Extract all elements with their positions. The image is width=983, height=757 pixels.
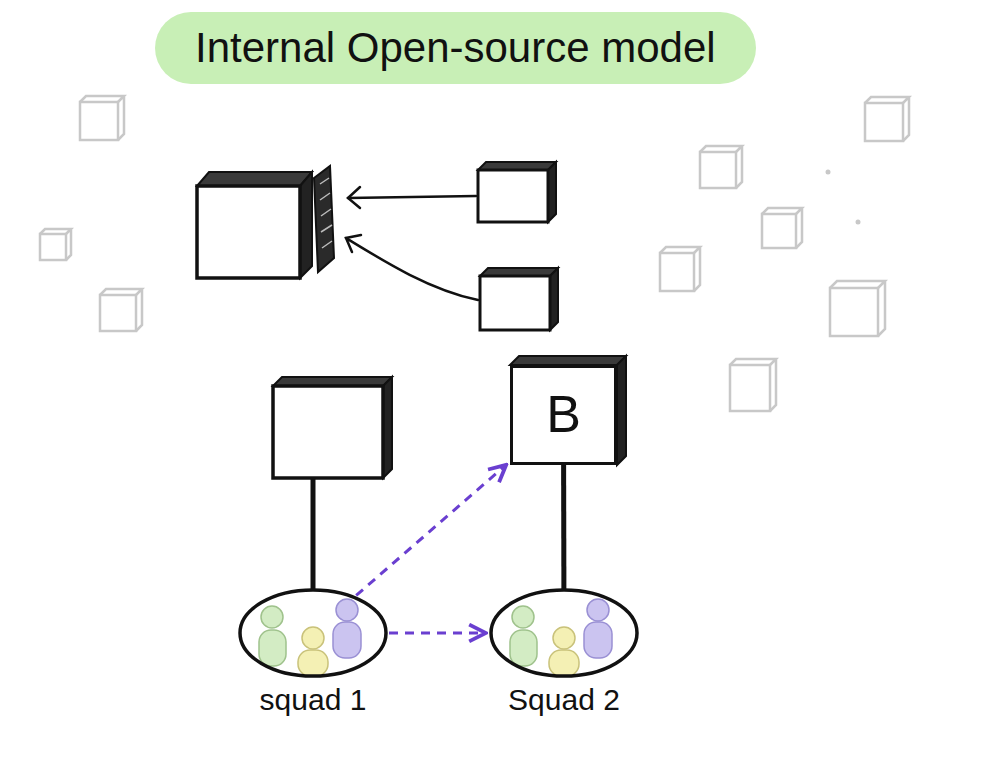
cube-front — [480, 276, 550, 330]
squad-name: squad 1 — [237, 683, 389, 718]
cube-side — [617, 356, 626, 465]
person-head — [587, 599, 609, 621]
person-head — [553, 627, 575, 649]
cube-front — [273, 386, 383, 478]
title: Internal Open-source model — [155, 12, 756, 84]
person-body — [549, 650, 579, 676]
contribution-slab — [314, 166, 334, 272]
squad-caption-holder: Squad 2 — [488, 683, 640, 718]
arrowhead — [348, 187, 360, 208]
person-head — [336, 599, 358, 621]
contribution-arrow — [389, 632, 486, 635]
faded-cube — [730, 365, 770, 411]
faded-cube-edge — [80, 96, 124, 140]
person-body — [510, 630, 537, 666]
person-body — [259, 630, 286, 666]
faded-cube — [830, 288, 878, 336]
cube-side — [300, 172, 312, 278]
faded-cube-edge — [830, 281, 885, 336]
squad-group: squad 1 — [237, 587, 389, 718]
contribution-arrow — [356, 465, 506, 596]
squad-ellipse — [240, 590, 386, 676]
faded-cube — [100, 295, 136, 331]
squad-outline — [237, 587, 389, 679]
squad-ellipse — [491, 590, 637, 676]
person-head — [512, 606, 534, 628]
squad-caption-holder: squad 1 — [237, 683, 389, 718]
person-body — [333, 622, 361, 658]
faded-cube-edge — [730, 359, 776, 411]
contribution-arrows — [346, 187, 478, 300]
arrowhead — [346, 235, 361, 252]
squad-outline — [488, 587, 640, 679]
squad-people — [259, 599, 612, 676]
faded-cube-edge — [700, 146, 742, 188]
faded-cube — [80, 102, 118, 140]
faded-dot — [826, 170, 831, 175]
faded-cube — [700, 152, 736, 188]
component-box: B — [510, 365, 617, 465]
cube-front — [478, 170, 548, 222]
cube-top — [197, 172, 312, 186]
faded-cube — [762, 214, 796, 248]
slab-hatching — [320, 178, 332, 248]
person-body — [298, 650, 328, 676]
squad-component-cube — [273, 377, 392, 478]
contributor-cube — [480, 268, 558, 330]
person-head — [302, 627, 324, 649]
contribution-arrow — [346, 238, 478, 300]
faded-cube — [865, 103, 903, 141]
faded-cube — [40, 234, 66, 260]
faded-dot — [856, 220, 861, 225]
cube-front — [197, 186, 300, 278]
shared-component-cube — [197, 166, 334, 278]
contributor-cube — [478, 162, 556, 222]
person-body — [584, 622, 612, 658]
faded-cube — [660, 253, 694, 291]
faded-cube-edge — [762, 208, 802, 248]
box-label: B — [546, 386, 581, 443]
cube-top — [510, 356, 626, 365]
contribution-arrow — [348, 196, 476, 198]
person-head — [261, 606, 283, 628]
background-cubes — [40, 96, 909, 411]
faded-cube-edge — [660, 247, 700, 291]
ownership-line — [311, 478, 316, 590]
ownership-line — [561, 465, 566, 590]
faded-cube-edge — [100, 289, 142, 331]
squad-name: Squad 2 — [488, 683, 640, 718]
faded-cube-edge — [40, 229, 71, 260]
faded-cube-edge — [865, 97, 909, 141]
squad-group: Squad 2 — [488, 587, 640, 718]
